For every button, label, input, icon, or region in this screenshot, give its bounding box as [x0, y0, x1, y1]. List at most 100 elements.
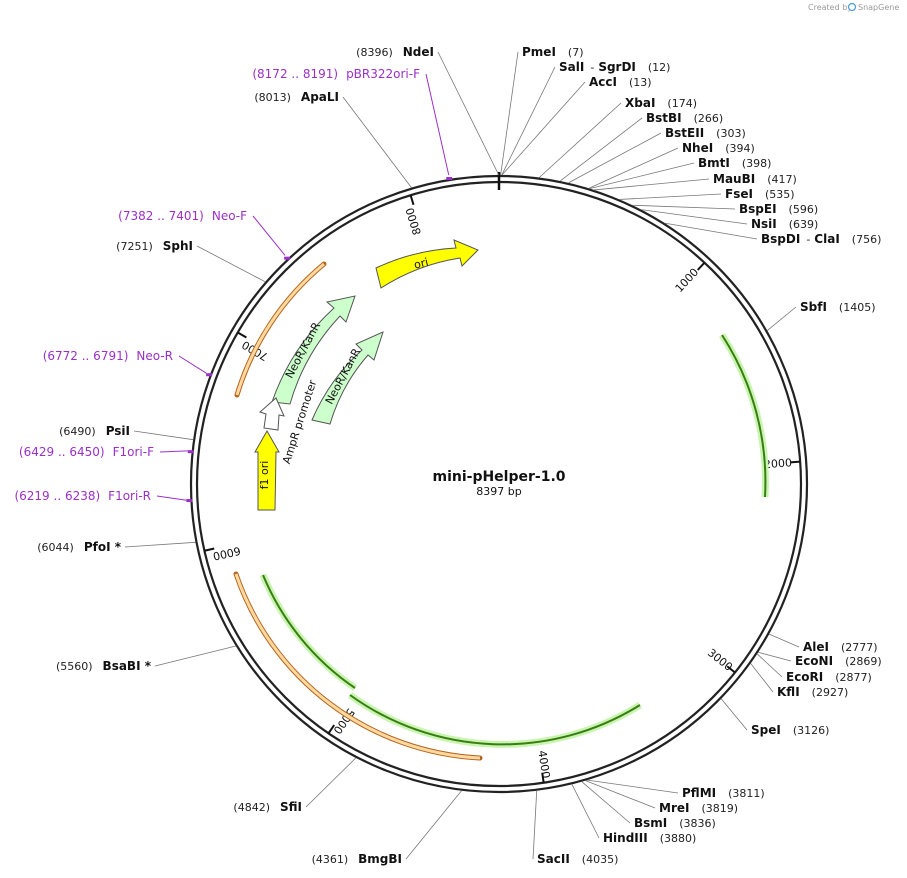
green-orf-right — [721, 334, 767, 498]
site-leader-line — [664, 222, 758, 240]
feature-f1-ori[interactable]: f1 ori — [254, 429, 280, 511]
primer-leader-line — [425, 73, 450, 176]
site-xbai[interactable]: XbaI(174) — [538, 96, 697, 178]
primer-label: (6429 .. 6450)F1ori-F — [19, 445, 154, 459]
primer-neor[interactable]: (6772 .. 6791)Neo-R — [43, 349, 213, 377]
primer-mark — [187, 450, 194, 454]
site-leader-line — [124, 541, 196, 548]
site-sali[interactable]: SalI-SgrDI(12) — [501, 60, 671, 176]
primer-mark — [446, 177, 453, 181]
site-leader-line — [571, 784, 600, 839]
site-bmti[interactable]: BmtI(398) — [589, 156, 772, 189]
site-nsii[interactable]: NsiI(639) — [641, 209, 818, 231]
site-label: (6490)PsiI — [59, 424, 130, 438]
site-leader-line — [133, 430, 194, 441]
primer-pbr322orif[interactable]: (8172 .. 8191)pBR322ori-F — [252, 67, 453, 181]
site-apali[interactable]: (8013)ApaLI — [254, 90, 412, 188]
site-label: SacII(4035) — [537, 852, 618, 866]
site-leader-line — [758, 651, 792, 662]
site-fsei[interactable]: FseI(535) — [619, 187, 795, 201]
site-sacii[interactable]: SacII(4035) — [532, 790, 618, 866]
site-leader-line — [342, 96, 412, 188]
site-leader-line — [538, 102, 622, 178]
site-leader-line — [641, 209, 748, 225]
primer-f1orir[interactable]: (6219 .. 6238)F1ori-R — [14, 489, 193, 503]
site-label: AccI(13) — [589, 75, 652, 89]
site-label: PmeI(7) — [522, 45, 584, 59]
site-pflmi[interactable]: PflMI(3811) — [587, 779, 765, 800]
site-leader-line — [559, 117, 643, 182]
site-leader-line — [750, 663, 774, 693]
site-label: SbfI(1405) — [800, 300, 876, 314]
site-ecori[interactable]: EcoRI(2877) — [756, 653, 872, 684]
site-sbfi[interactable]: SbfI(1405) — [766, 300, 876, 331]
green-orf-left-glow — [259, 573, 357, 691]
site-kfli[interactable]: KflI(2927) — [750, 663, 849, 699]
snapgene-logo-icon — [847, 2, 857, 12]
site-sphi[interactable]: (7251)SphI — [116, 239, 266, 283]
site-label: BmtI(398) — [698, 156, 771, 170]
site-nhei[interactable]: NheI(394) — [588, 141, 755, 189]
site-leader-line — [437, 51, 500, 176]
site-label: EcoRI(2877) — [786, 670, 872, 684]
credit-text: Created by — [808, 3, 852, 12]
site-label: SalI-SgrDI(12) — [559, 60, 670, 74]
site-leader-line — [405, 790, 462, 860]
site-econi[interactable]: EcoNI(2869) — [758, 651, 882, 668]
feature-f1-ori-label: f1 ori — [258, 461, 271, 490]
tick-label: 6000 — [212, 544, 242, 563]
green-orf-bottom — [349, 694, 641, 746]
site-alei[interactable]: AleI(2777) — [768, 633, 878, 654]
tick-mark — [237, 331, 247, 339]
site-label: BspEI(596) — [739, 202, 818, 216]
primer-leader-line — [156, 495, 187, 501]
site-maubi[interactable]: MauBI(417) — [593, 172, 797, 191]
site-bstbi[interactable]: BstBI(266) — [559, 111, 723, 182]
site-ndei[interactable]: (8396)NdeI — [356, 45, 500, 176]
site-acci[interactable]: AccI(13) — [501, 75, 652, 176]
site-leader-line — [756, 653, 783, 678]
site-bspei[interactable]: BspEI(596) — [632, 202, 818, 216]
site-bsmi[interactable]: BsmI(3836) — [581, 781, 716, 830]
tick-mark — [541, 772, 545, 783]
site-leader-line — [589, 162, 695, 189]
site-spei[interactable]: SpeI(3126) — [720, 698, 829, 737]
tick-label: 2000 — [764, 456, 793, 471]
primer-label: (8172 .. 8191)pBR322ori-F — [252, 67, 420, 81]
feature-ori-label: ori — [413, 256, 430, 272]
site-bmgbi[interactable]: (4361)BmgBI — [312, 790, 462, 866]
feature-neor-kanr-inner[interactable]: NeoR/KanR — [311, 331, 384, 425]
site-bsabi[interactable]: (5560)BsaBI * — [56, 645, 236, 673]
green-orf-right-glow — [719, 333, 769, 498]
primer-mark — [284, 256, 291, 260]
site-label: (8396)NdeI — [356, 45, 434, 59]
site-bsteii[interactable]: BstEII(303) — [568, 126, 746, 184]
site-pmei[interactable]: PmeI(7) — [500, 45, 584, 176]
feature-neor-kanr-outer-label: NeoR/KanR — [283, 320, 323, 381]
site-leader-line — [593, 178, 710, 191]
primers: (8172 .. 8191)pBR322ori-F (7382 .. 7401)N… — [14, 67, 453, 503]
site-label: BsmI(3836) — [634, 816, 716, 830]
tick-mark — [204, 547, 215, 552]
site-leader-line — [766, 306, 797, 331]
site-mrei[interactable]: MreI(3819) — [585, 780, 738, 815]
site-label: KflI(2927) — [777, 685, 848, 699]
site-label: NsiI(639) — [751, 217, 818, 231]
site-leader-line — [532, 790, 538, 860]
site-sfii[interactable]: (4842)SfiI — [233, 757, 357, 814]
orf-arc-upper-fill — [235, 262, 325, 396]
site-hindiii[interactable]: HindIII(3880) — [571, 784, 696, 845]
plasmid-size: 8397 bp — [476, 485, 521, 498]
site-psii[interactable]: (6490)PsiI — [59, 424, 194, 441]
site-pfoi[interactable]: (6044)PfoI * — [37, 540, 196, 554]
site-label: BstBI(266) — [646, 111, 723, 125]
primer-neof[interactable]: (7382 .. 7401)Neo-F — [118, 209, 291, 260]
primer-leader-line — [178, 355, 207, 374]
primer-f1orif[interactable]: (6429 .. 6450)F1ori-F — [19, 445, 194, 459]
site-bspdi[interactable]: BspDI-ClaI(756) — [664, 222, 882, 246]
feature-ori[interactable]: ori — [375, 239, 479, 289]
site-label: XbaI(174) — [625, 96, 697, 110]
credit-brand: SnapGene — [858, 3, 899, 12]
primer-label: (6219 .. 6238)F1ori-R — [14, 489, 151, 503]
